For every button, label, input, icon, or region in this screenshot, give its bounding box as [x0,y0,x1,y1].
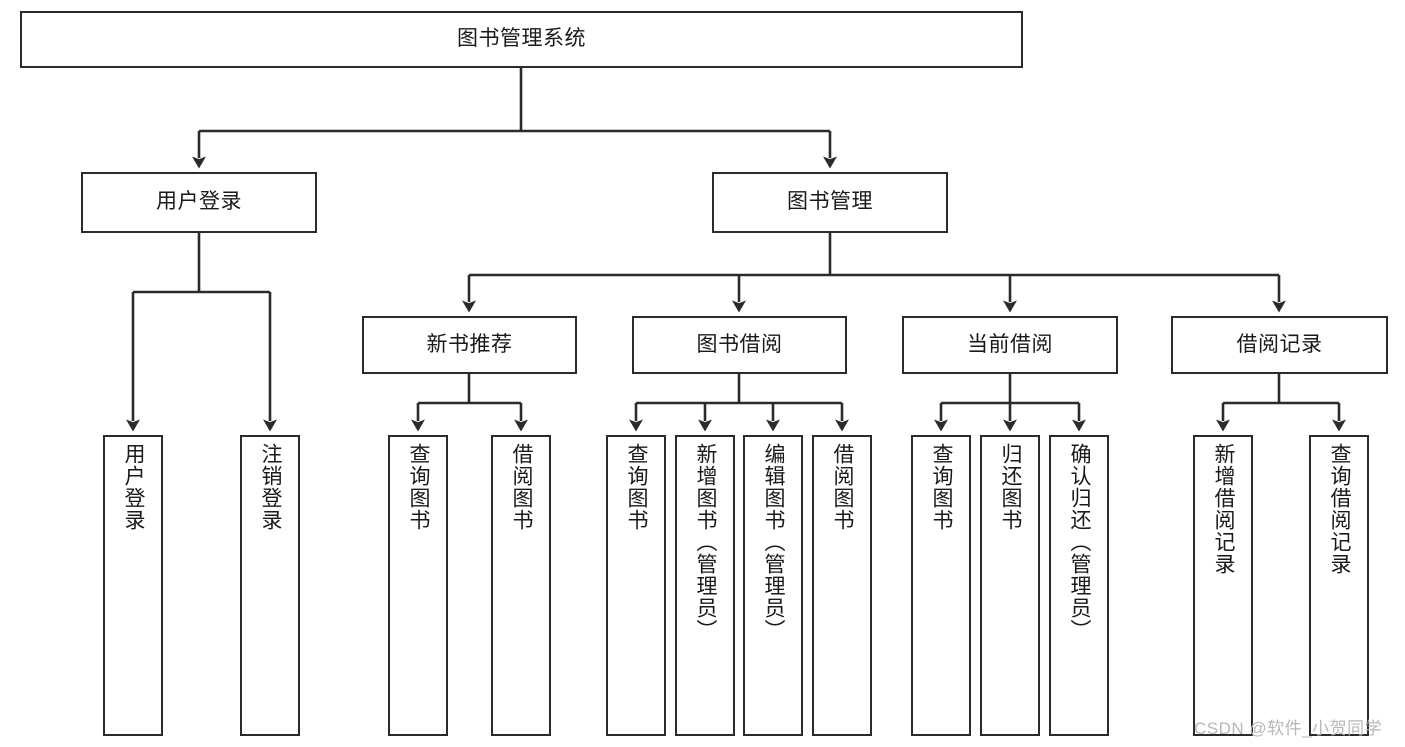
node-label: 新增图书（管理员） [694,443,718,641]
leaf-user-login[interactable]: 用户登录 [103,435,163,736]
node-user-login[interactable]: 用户登录 [81,172,317,233]
node-new-book-recommend[interactable]: 新书推荐 [362,316,577,374]
node-label: 当前借阅 [967,332,1053,356]
node-label: 编辑图书（管理员） [762,443,786,641]
node-label: 查询图书 [625,443,649,531]
leaf-query-book-borrow[interactable]: 查询图书 [606,435,666,736]
node-root-system[interactable]: 图书管理系统 [20,11,1023,68]
node-label: 注销登录 [259,443,283,531]
leaf-logout[interactable]: 注销登录 [240,435,300,736]
leaf-query-book-current[interactable]: 查询图书 [911,435,971,736]
leaf-add-borrow-record[interactable]: 新增借阅记录 [1193,435,1253,736]
leaf-query-book-recommend[interactable]: 查询图书 [388,435,448,736]
node-label: 新增借阅记录 [1212,443,1236,575]
node-book-management[interactable]: 图书管理 [712,172,948,233]
node-label: 查询图书 [930,443,954,531]
node-borrow-record[interactable]: 借阅记录 [1171,316,1388,374]
leaf-edit-book-admin[interactable]: 编辑图书（管理员） [743,435,803,736]
node-label: 确认归还（管理员） [1068,443,1092,641]
node-current-borrow[interactable]: 当前借阅 [902,316,1118,374]
node-label: 用户登录 [122,443,146,531]
leaf-confirm-return-admin[interactable]: 确认归还（管理员） [1049,435,1109,736]
node-label: 借阅图书 [510,443,534,531]
node-label: 新书推荐 [426,332,513,356]
node-label: 查询借阅记录 [1328,443,1352,575]
node-label: 图书管理 [787,190,873,214]
node-book-borrow[interactable]: 图书借阅 [632,316,847,374]
csdn-watermark: CSDN @软件_小贺同学 [1194,719,1383,738]
node-label: 查询图书 [407,443,431,531]
leaf-borrow-book-recommend[interactable]: 借阅图书 [491,435,551,736]
node-label: 归还图书 [999,443,1023,531]
node-label: 用户登录 [156,190,242,214]
node-label: 图书管理系统 [457,27,586,51]
leaf-borrow-book[interactable]: 借阅图书 [812,435,872,736]
leaf-add-book-admin[interactable]: 新增图书（管理员） [675,435,735,736]
node-label: 借阅图书 [831,443,855,531]
node-label: 借阅记录 [1236,332,1323,356]
leaf-return-book[interactable]: 归还图书 [980,435,1040,736]
leaf-query-borrow-record[interactable]: 查询借阅记录 [1309,435,1369,736]
node-label: 图书借阅 [696,332,783,356]
